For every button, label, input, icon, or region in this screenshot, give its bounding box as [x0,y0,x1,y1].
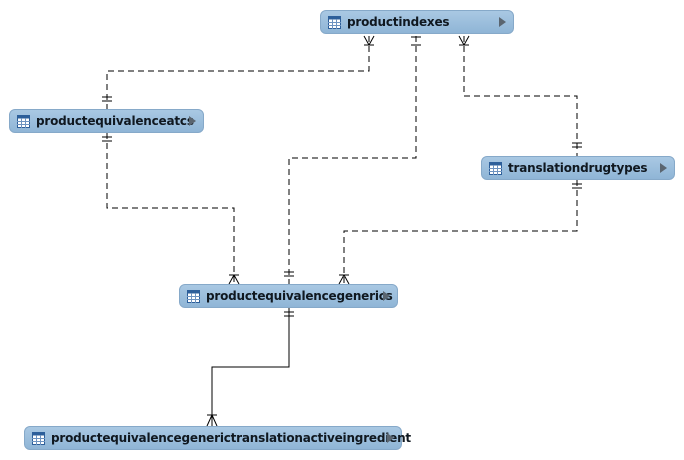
entity-name: productequivalencegenerictranslationacti… [51,431,411,445]
entity-name: productindexes [347,15,450,29]
crowsfoot-marker [338,274,350,285]
rel-productindexes-productequivalenceatcs [106,36,370,109]
one-marker [572,142,582,148]
one-marker [284,271,294,277]
expand-arrow-icon[interactable] [660,163,667,173]
table-icon [32,431,45,445]
rel-productindexes-translationdrugtypes [463,36,578,156]
expand-arrow-icon[interactable] [387,433,394,443]
one-marker [411,36,421,46]
entity-productequivalencegenerics[interactable]: productequivalencegenerics [179,284,398,308]
crowsfoot-marker [228,274,240,285]
one-marker [572,183,582,189]
rel-productindexes-productequivalencegenerics [288,36,417,284]
table-icon [489,161,502,175]
one-marker [102,136,112,142]
one-marker [284,311,294,317]
crowsfoot-marker [363,35,375,46]
entity-translationdrugtypes[interactable]: translationdrugtypes [481,156,675,180]
entity-productindexes[interactable]: productindexes [320,10,514,34]
entity-name: translationdrugtypes [508,161,648,175]
crowsfoot-marker [458,35,470,46]
rel-productequivalencegenerics-translationactiveingredient [211,308,290,426]
entity-name: productequivalencegenerics [206,289,393,303]
entity-productequivalencegenerictranslationactiveingredient[interactable]: productequivalencegenerictranslationacti… [24,426,411,450]
crowsfoot-marker [206,414,218,427]
expand-arrow-icon[interactable] [499,17,506,27]
entity-name: productequivalenceatcs [36,114,194,128]
table-icon [328,15,341,29]
expand-arrow-icon[interactable] [189,116,196,126]
table-icon [17,114,30,128]
table-icon [187,289,200,303]
rel-productequivalenceatcs-productequivalencegenerics [106,133,235,284]
expand-arrow-icon[interactable] [383,291,390,301]
one-marker [102,96,112,102]
rel-translationdrugtypes-productequivalencegenerics [343,180,578,284]
entity-productequivalenceatcs[interactable]: productequivalenceatcs [9,109,204,133]
